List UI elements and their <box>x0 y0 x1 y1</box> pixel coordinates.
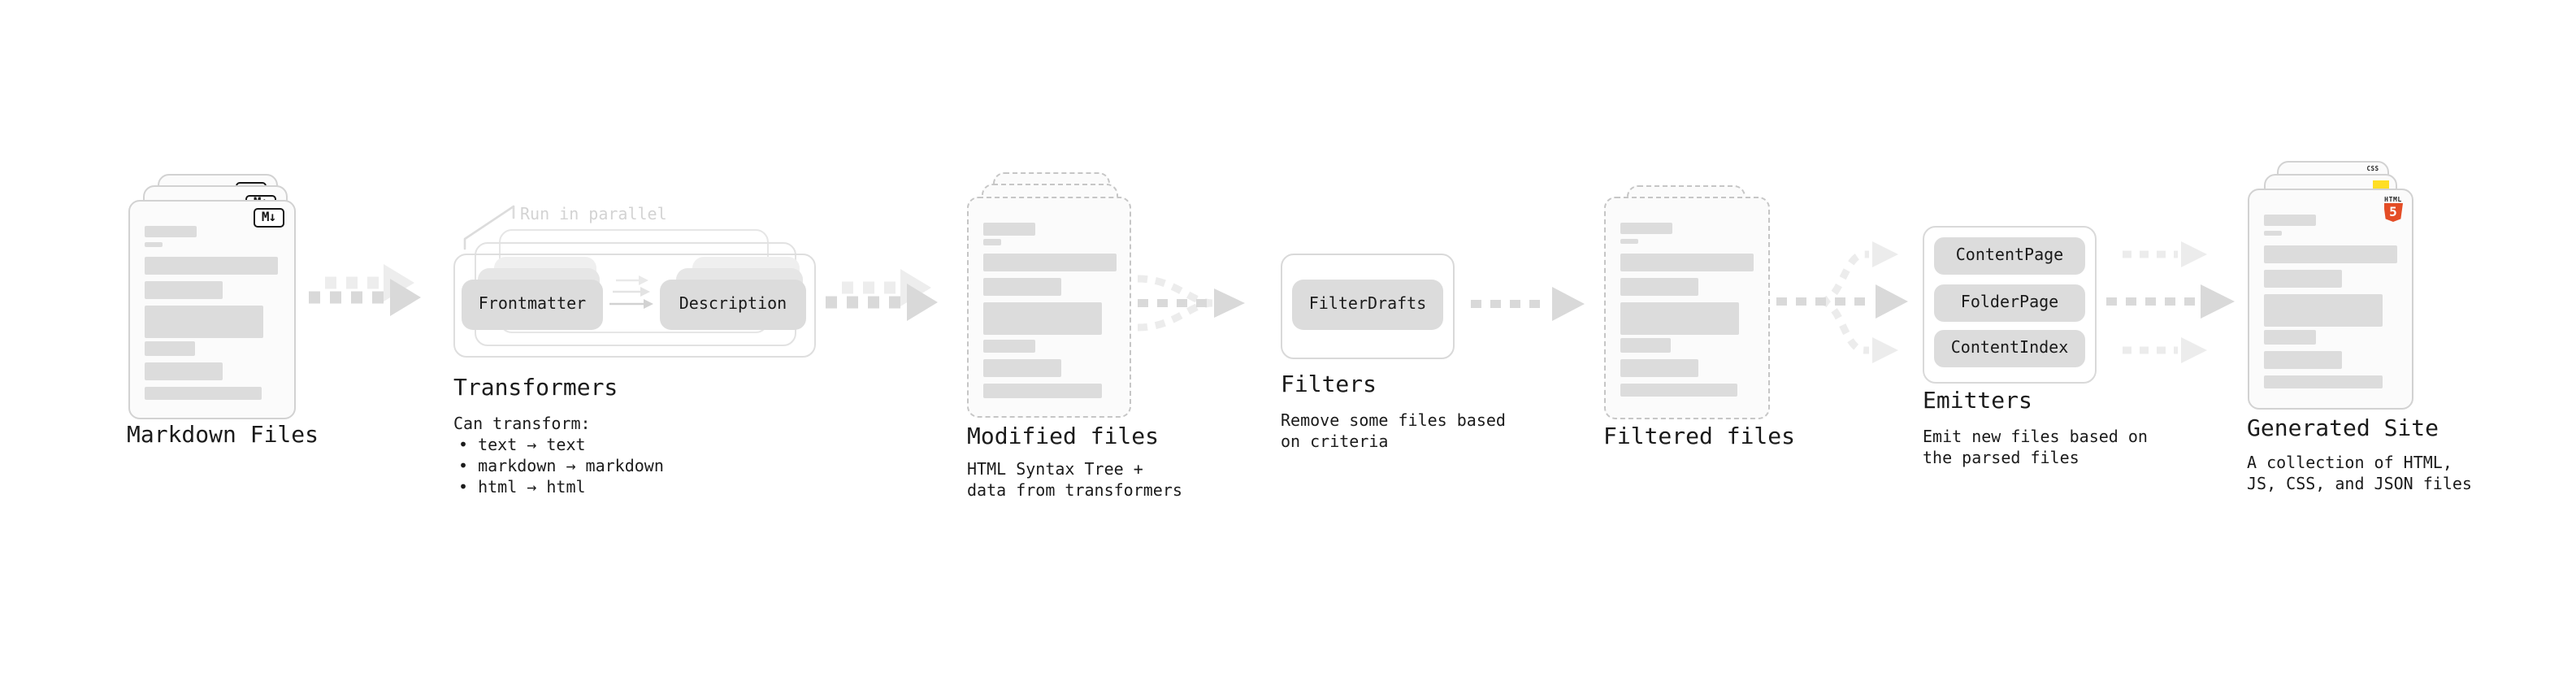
doc-line <box>2264 293 2383 326</box>
note-connector-line <box>463 205 515 250</box>
html5-icon-shield: 5 <box>2383 203 2403 222</box>
contentpage-pill: ContentPage <box>1934 237 2085 275</box>
doc-line <box>983 359 1061 377</box>
doc-line <box>983 223 1035 235</box>
description-pill: Description <box>660 279 806 329</box>
modified-files-label: Modified files <box>967 423 1160 449</box>
doc-line <box>144 225 196 237</box>
markdown-files-label: Markdown Files <box>127 423 319 449</box>
doc-line <box>2264 375 2382 388</box>
flow-arrow-icon <box>826 269 938 321</box>
converge-arrow-icon <box>1137 275 1245 332</box>
filtered-file-card <box>1603 196 1770 419</box>
filterdrafts-pill: FilterDrafts <box>1292 279 1443 329</box>
doc-line <box>1620 222 1672 234</box>
doc-line <box>1620 253 1753 271</box>
doc-line <box>1620 238 1637 244</box>
doc-line <box>983 254 1117 271</box>
doc-line <box>983 239 1001 245</box>
transform-rule: • markdown → markdown <box>458 458 664 476</box>
flow-arrow-icon <box>309 264 421 316</box>
markdown-file-card: M↓ <box>128 199 295 419</box>
doc-line <box>2264 269 2342 287</box>
doc-line <box>144 256 277 274</box>
doc-line <box>144 341 195 355</box>
split-arrow-icon <box>1776 241 1908 363</box>
html-file-card: HTML 5 <box>2248 188 2413 409</box>
filters-label: Filters <box>1281 372 1377 398</box>
doc-content-lines <box>983 198 1130 416</box>
js-icon <box>2372 180 2388 189</box>
contentindex-pill: ContentIndex <box>1934 330 2085 367</box>
doc-line <box>2264 245 2397 262</box>
doc-line <box>983 278 1061 296</box>
modified-files-desc: HTML Syntax Tree + data from transformer… <box>967 461 1182 500</box>
doc-line <box>2264 330 2315 344</box>
doc-line <box>2264 214 2316 226</box>
doc-line <box>1620 383 1737 397</box>
generated-site-label: Generated Site <box>2247 416 2439 442</box>
html5-icon: HTML 5 <box>2383 195 2403 222</box>
run-in-parallel-note: Run in parallel <box>520 206 667 224</box>
doc-line <box>1620 301 1738 334</box>
filtered-files-label: Filtered files <box>1603 424 1796 450</box>
doc-line <box>2264 350 2342 368</box>
doc-line <box>1620 277 1698 295</box>
frontmatter-pill: Frontmatter <box>462 279 603 329</box>
doc-content-lines <box>2264 189 2411 407</box>
transformer-container-front <box>453 254 816 358</box>
doc-line <box>144 241 162 247</box>
transformers-bullet-list: • text → text • markdown → markdown • ht… <box>458 436 664 499</box>
transformers-desc-title: Can transform: <box>453 416 591 434</box>
transform-rule: • html → html <box>458 479 586 497</box>
emitters-label: Emitters <box>1923 388 2032 414</box>
filters-desc: Remove some files based on criteria <box>1281 413 1506 452</box>
markdown-icon: M↓ <box>253 208 284 227</box>
fanout-arrows-icon <box>2106 241 2235 363</box>
doc-line <box>1620 338 1671 352</box>
transformers-label: Transformers <box>453 375 618 401</box>
doc-line <box>983 384 1101 397</box>
transform-rule: • text → text <box>458 437 586 455</box>
doc-line <box>144 386 262 400</box>
html5-icon-text: HTML <box>2384 195 2402 203</box>
modified-file-card <box>967 197 1131 418</box>
doc-line <box>1620 358 1698 376</box>
pill-arrows-icon <box>609 275 653 309</box>
doc-line <box>983 302 1102 335</box>
generated-site-desc: A collection of HTML, JS, CSS, and JSON … <box>2247 454 2472 493</box>
folderpage-pill: FolderPage <box>1934 284 2085 321</box>
doc-line <box>144 280 222 298</box>
doc-line <box>144 305 262 337</box>
flow-arrow-icon <box>1471 286 1585 320</box>
doc-content-lines <box>1620 197 1768 417</box>
css-icon-text: CSS <box>2366 164 2379 172</box>
doc-line <box>2264 230 2282 236</box>
emitters-desc: Emit new files based on the parsed files <box>1923 429 2148 468</box>
doc-content-lines <box>144 201 293 417</box>
doc-line <box>983 339 1034 353</box>
doc-line <box>144 362 222 380</box>
